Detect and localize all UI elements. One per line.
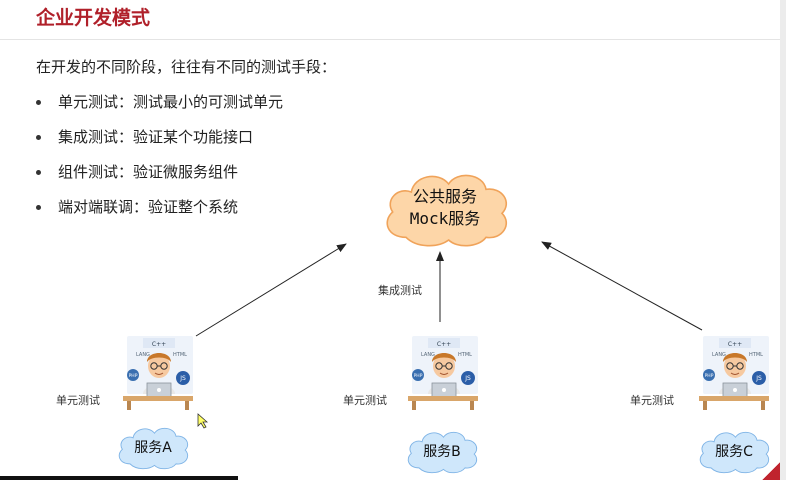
- bullet-dot-icon: [36, 100, 41, 105]
- title-divider: [0, 39, 786, 40]
- public-cloud-label: 公共服务 Mock服务: [370, 186, 520, 230]
- bullet-list: 单元测试：测试最小的可测试单元 集成测试：验证某个功能接口 组件测试：验证微服务…: [36, 92, 283, 232]
- arrow-a-to-cloud: [195, 243, 347, 337]
- bullet-text: 单元测试：测试最小的可测试单元: [58, 93, 284, 111]
- developer-illustration-c: [698, 335, 770, 411]
- bullet-dot-icon: [36, 135, 41, 140]
- bullet-item: 集成测试：验证某个功能接口: [36, 127, 283, 162]
- public-cloud-line2: Mock服务: [409, 209, 481, 228]
- public-cloud-line1: 公共服务: [412, 187, 477, 206]
- developer-illustration-b: [407, 335, 479, 411]
- service-b-label: 服务B: [423, 444, 461, 460]
- bullet-text: 端对端联调：验证整个系统: [58, 198, 239, 216]
- bullet-text: 集成测试：验证某个功能接口: [58, 128, 254, 146]
- integration-test-label: 集成测试: [378, 284, 422, 297]
- unit-test-label-b: 单元测试: [343, 394, 387, 407]
- bullet-text: 组件测试：验证微服务组件: [58, 163, 239, 181]
- bullet-item: 端对端联调：验证整个系统: [36, 197, 283, 232]
- bullet-item: 单元测试：测试最小的可测试单元: [36, 92, 283, 127]
- unit-test-label-a: 单元测试: [56, 394, 100, 407]
- bottom-left-bar: [0, 476, 238, 480]
- service-c-label: 服务C: [715, 444, 753, 460]
- bullet-dot-icon: [36, 170, 41, 175]
- developer-illustration-a: [122, 335, 194, 411]
- slide-title: 企业开发模式: [36, 7, 151, 29]
- unit-test-label-c: 单元测试: [630, 394, 674, 407]
- service-a-label: 服务A: [134, 440, 172, 456]
- intro-text: 在开发的不同阶段，往往有不同的测试手段：: [36, 58, 337, 76]
- arrow-c-to-cloud: [541, 241, 703, 331]
- mouse-cursor-icon: [197, 413, 209, 429]
- bullet-item: 组件测试：验证微服务组件: [36, 162, 283, 197]
- corner-decoration: [762, 462, 780, 480]
- bullet-dot-icon: [36, 205, 41, 210]
- right-edge-strip: [780, 0, 786, 480]
